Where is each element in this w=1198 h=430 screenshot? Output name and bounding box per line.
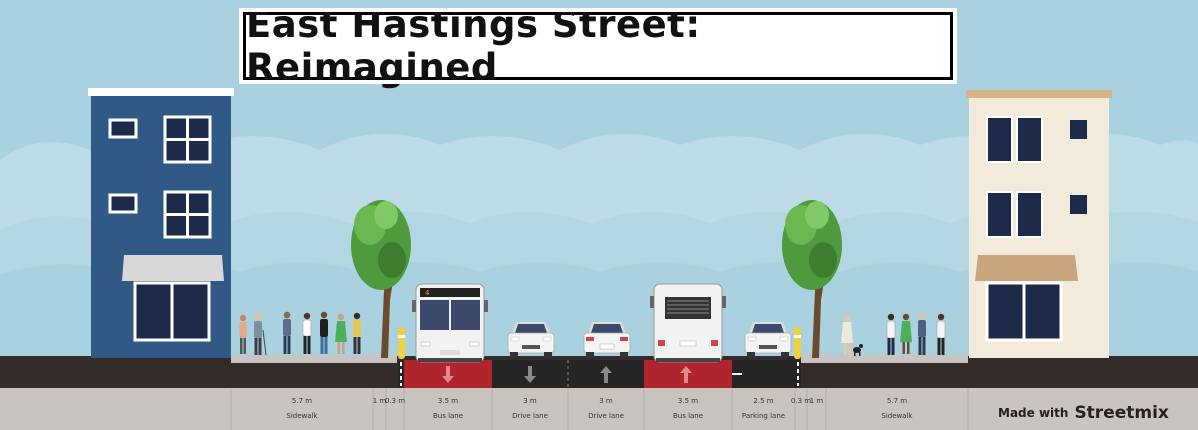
segment-width: 3 m <box>599 397 613 405</box>
segment-width: 2.5 m <box>753 397 774 405</box>
left-sidewalk-surface <box>231 355 397 363</box>
segment-width: 1 m <box>809 397 824 405</box>
segment-name: Sidewalk <box>881 412 913 420</box>
parking-lane <box>732 360 795 388</box>
segment-width: 5.7 m <box>886 397 908 405</box>
bollard-right <box>794 327 801 359</box>
page-title: East Hastings Street: Reimagined <box>246 3 701 89</box>
segment-name: Sidewalk <box>286 412 318 420</box>
dog-icon <box>853 344 863 356</box>
bus-route-number: 4 <box>425 289 430 297</box>
lane-arrows <box>442 366 692 383</box>
bus-left: 4 <box>412 283 488 363</box>
tree-left <box>351 200 411 358</box>
arrow-down-icon <box>524 366 536 383</box>
title-banner: East Hastings Street: Reimagined <box>239 3 957 89</box>
segment-width: 3 m <box>523 397 537 405</box>
arrow-up-icon <box>600 366 612 383</box>
segment-name: Bus lane <box>672 412 704 420</box>
car-drive-lane-right <box>583 322 631 358</box>
segment-width: 3.5 m <box>437 397 459 405</box>
right-sidewalk-surface <box>801 355 968 363</box>
cloud-layer <box>0 133 1198 360</box>
pedestrians-left <box>239 311 361 356</box>
right-building <box>966 90 1112 358</box>
segment-dividers <box>230 389 969 430</box>
segment-name: Bus lane <box>432 412 464 420</box>
left-building <box>88 88 234 358</box>
segment-name: Drive lane <box>512 412 548 420</box>
bus-right <box>650 283 726 363</box>
label-band <box>0 388 1198 430</box>
bollard-left <box>398 327 405 359</box>
car-drive-lane-left <box>507 322 555 358</box>
segment-width: 1 m <box>372 397 387 405</box>
pedestrians-right <box>841 312 946 356</box>
segment-name: Parking lane <box>741 412 786 420</box>
segment-width: 0.3 m <box>790 397 812 405</box>
credit-brand: Streetmix <box>1074 403 1169 423</box>
arrow-down-icon <box>442 366 454 383</box>
segment-name: Drive lane <box>588 412 624 420</box>
roadway <box>398 360 801 388</box>
tree-right <box>782 200 842 358</box>
segment-width: 3.5 m <box>677 397 699 405</box>
segment-width: 5.7 m <box>291 397 313 405</box>
streetmix-credit: Made with Streetmix <box>998 401 1169 425</box>
segment-width: 0.3 m <box>384 397 406 405</box>
arrow-up-icon <box>680 366 692 383</box>
credit-prefix: Made with <box>998 406 1069 420</box>
car-parking-lane <box>744 322 792 358</box>
